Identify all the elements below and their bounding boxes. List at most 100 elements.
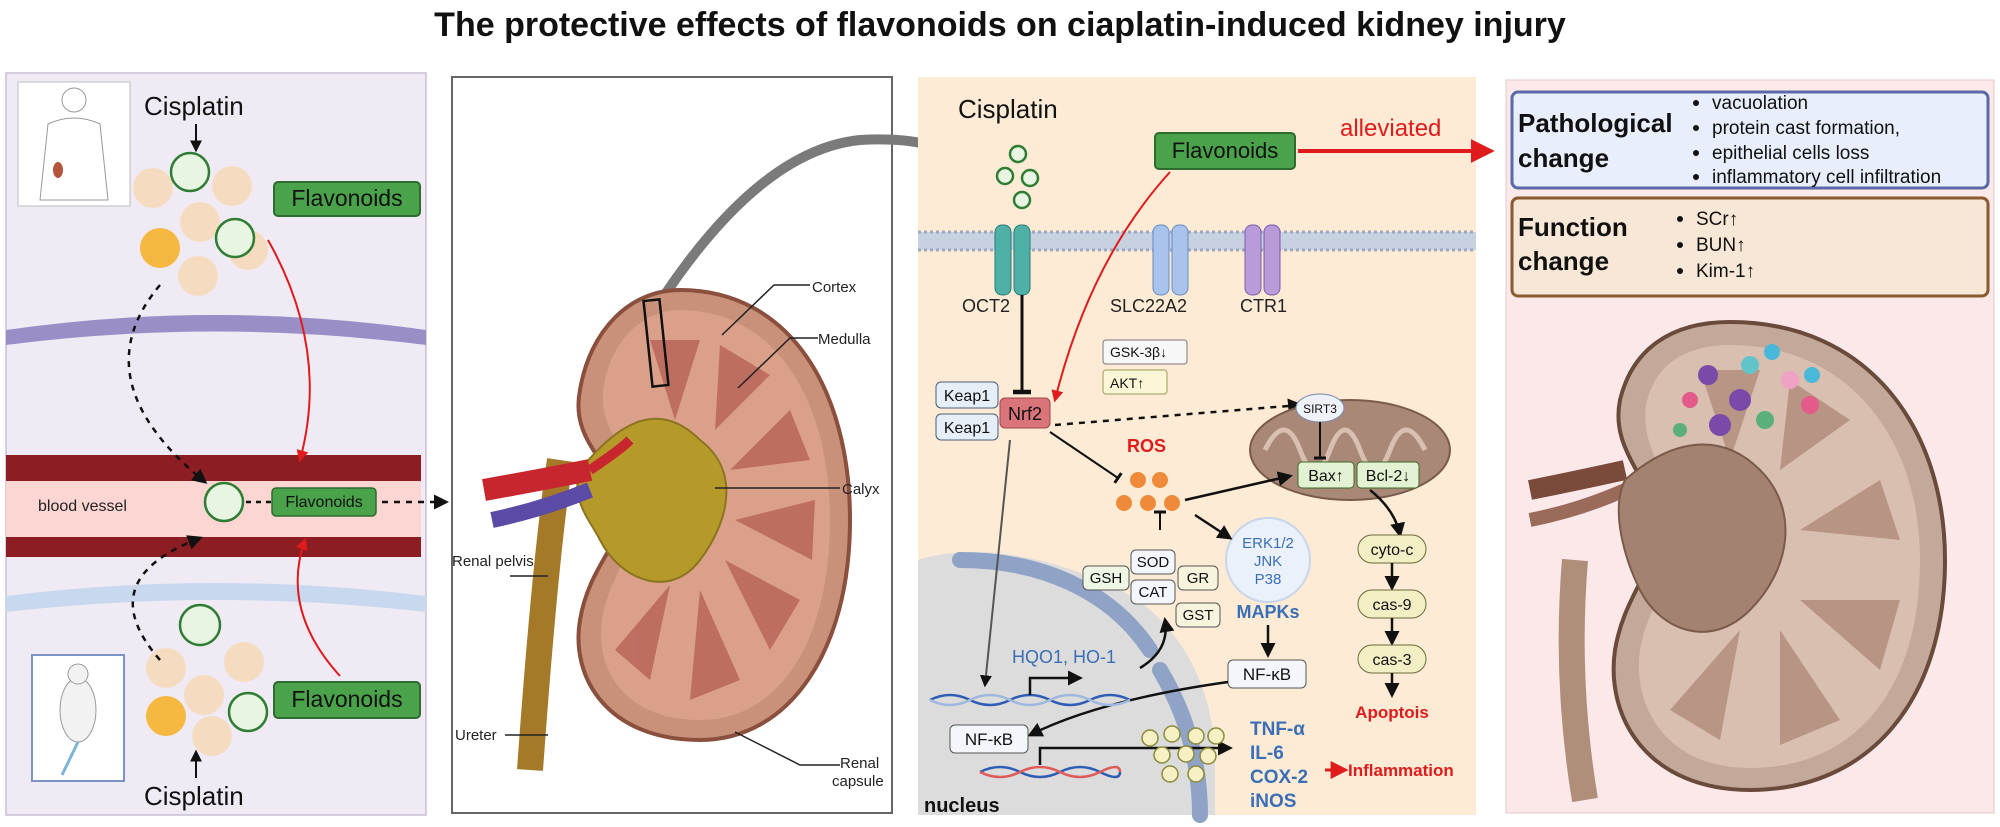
cortex-sample-box — [642, 298, 670, 388]
label-sirt3: SIRT3 — [1303, 402, 1337, 416]
cisplatin-label-top: Cisplatin — [144, 91, 244, 121]
ros-particles — [1116, 472, 1180, 511]
anatomy-leader-lines — [505, 284, 840, 766]
panel-kidney-anatomy: Cortex Medulla Calyx Renal pelvis Ureter… — [451, 76, 986, 814]
ros-to-mapk-arrow — [1194, 513, 1233, 540]
function-list: SCr↑ BUN↑ Kim-1↑ — [1677, 209, 1755, 282]
function-item: BUN↑ — [1696, 235, 1746, 256]
label-cisplatin: Cisplatin — [958, 94, 1058, 124]
cell-membrane — [918, 232, 1476, 250]
nrf2-box — [999, 397, 1051, 429]
pathological-item: inflammatory cell infiltration — [1712, 167, 1941, 188]
pathological-title-2: change — [1518, 143, 1609, 173]
panel-outcomes: Pathological change vacuolation protein … — [1505, 79, 1995, 814]
label-cytoc: cyto-c — [1371, 542, 1414, 559]
mouse-icon — [31, 654, 125, 782]
label-keap1-a: Keap1 — [944, 388, 990, 405]
transcription-arrow-upper — [1028, 670, 1083, 695]
gr-box — [1177, 565, 1219, 591]
label-nfkb-cyto: NF-κB — [1243, 665, 1291, 684]
label-inflammation: Inflammation — [1348, 761, 1454, 780]
nrf2-to-dna-arrow — [980, 439, 1011, 688]
label-cortex: Cortex — [812, 279, 857, 296]
label-gsk3b: GSK-3β↓ — [1110, 344, 1167, 360]
label-gsh: GSH — [1090, 570, 1123, 587]
flavonoid-particle-vessel — [203, 481, 245, 523]
human-body-icon — [17, 81, 131, 207]
label-nucleus: nucleus — [924, 795, 1000, 817]
function-title-2: change — [1518, 246, 1609, 276]
transporter-oct2 — [994, 224, 1031, 296]
flavonoids-label-mechanism: Flavonoids — [1172, 138, 1278, 163]
label-mapks: MAPKs — [1236, 602, 1299, 622]
flavonoids-label-top: Flavonoids — [291, 185, 402, 211]
flavonoid-particle — [227, 691, 269, 733]
label-erk: ERK1/2 — [1242, 535, 1294, 552]
label-alleviated: alleviated — [1340, 115, 1441, 142]
sod-box — [1130, 549, 1176, 575]
ros-to-bax-arrow — [1184, 471, 1293, 502]
flavonoids-label-vessel: Flavonoids — [285, 494, 362, 511]
label-tnfa: TNF-α — [1250, 719, 1305, 740]
bcl2-to-cytoc-arrow — [1369, 489, 1405, 538]
page-title: The protective effects of flavonoids on … — [434, 6, 1566, 44]
label-ros: ROS — [1127, 436, 1166, 456]
pathological-title-1: Pathological — [1518, 108, 1673, 138]
panel-systemic: blood vessel Cisplatin — [5, 72, 449, 816]
inflammatory-cells — [1673, 344, 1820, 437]
label-calyx: Calyx — [842, 481, 880, 498]
bcl2-box — [1356, 461, 1420, 489]
transporter-slc22a2 — [1152, 224, 1189, 296]
flavonoids-box-mechanism: Flavonoids — [1154, 132, 1296, 170]
label-sod: SOD — [1137, 554, 1170, 571]
label-p38: P38 — [1255, 571, 1282, 588]
dna-lower — [979, 765, 1122, 779]
flavonoids-box-vessel: Flavonoids — [271, 487, 377, 517]
flavonoids-box-bottom: Flavonoids — [273, 681, 421, 719]
flavonoids-arrow-bottom — [296, 537, 341, 677]
label-renal-capsule-2: capsule — [832, 773, 884, 790]
nuclear-membrane-lower — [1152, 662, 1208, 823]
nrf2-to-sirt3-arrow — [1054, 398, 1303, 427]
label-apoptosis: Apoptois — [1355, 703, 1429, 722]
label-inos: iNOS — [1250, 791, 1296, 812]
panel-molecular-mechanism: nucleus Cisplatin OCT2 SLC22A2 CTR1 — [918, 77, 1495, 823]
label-gr: GR — [1187, 570, 1210, 587]
renal-artery — [482, 459, 593, 501]
akt-box — [1102, 369, 1168, 395]
bax-box — [1297, 461, 1355, 489]
mapk-circle — [1225, 517, 1311, 603]
flavonoid-particle — [178, 603, 222, 647]
label-oct2: OCT2 — [962, 296, 1010, 316]
label-renal-pelvis: Renal pelvis — [452, 553, 534, 570]
label-gst: GST — [1183, 607, 1214, 624]
label-jnk: JNK — [1254, 553, 1282, 570]
cell-cluster-bottom — [146, 603, 269, 756]
label-cas9: cas-9 — [1372, 597, 1411, 614]
label-hqo1: HQO1, HO-1 — [1012, 647, 1116, 667]
label-renal-capsule-1: Renal — [840, 755, 879, 772]
gst-box — [1175, 602, 1221, 628]
label-akt: AKT↑ — [1110, 375, 1144, 391]
pathological-item: epithelial cells loss — [1712, 143, 1869, 164]
function-title-1: Function — [1518, 212, 1628, 242]
label-bax: Bax↑ — [1308, 468, 1344, 485]
flavonoids-label-bottom: Flavonoids — [291, 686, 402, 712]
label-ureter: Ureter — [455, 727, 497, 744]
vessel-wall-lower — [6, 583, 426, 612]
label-cas3: cas-3 — [1372, 652, 1411, 669]
renal-pelvis-shape — [576, 417, 728, 583]
keap1-box-a — [935, 381, 999, 409]
nfkb-box-cyto — [1227, 659, 1307, 689]
injured-kidney-illustration — [1528, 319, 1948, 803]
label-il6: IL-6 — [1250, 743, 1284, 764]
cisplatin-label-bottom: Cisplatin — [144, 781, 244, 811]
transporter-ctr1 — [1244, 224, 1281, 296]
flavonoids-box-top: Flavonoids — [273, 181, 421, 217]
hqo1-to-enzymes-arrow — [1139, 617, 1175, 670]
cytokine-vesicles — [1141, 725, 1225, 783]
medullary-pyramids — [615, 340, 815, 700]
renal-artery-branch — [587, 436, 634, 475]
keap1-box-b — [935, 413, 999, 441]
